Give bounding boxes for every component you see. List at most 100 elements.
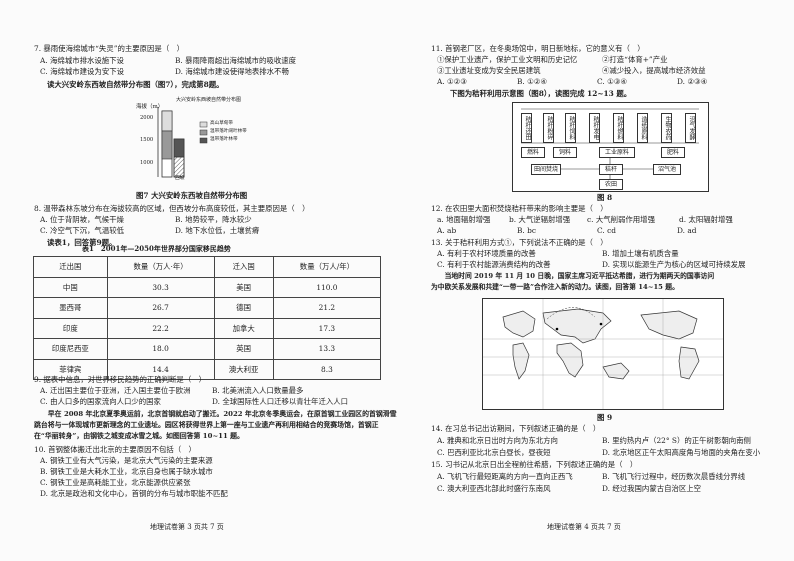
page-footer-left: 地理试卷第 3 页共 7 页: [150, 523, 224, 531]
table-cell: 墨西哥: [33, 297, 108, 319]
fig8-mid-box-2: 饲料: [553, 147, 577, 158]
table-row: 菲律宾 14.4 澳大利亚 8.3: [33, 358, 382, 380]
table-cell: 13.3: [272, 338, 382, 360]
world-map: [482, 298, 724, 410]
table-cell: 英国: [213, 338, 274, 360]
question-13-option-a: A. 有利于农村环境质量的改善: [437, 249, 536, 258]
figure-7-legend-3: 温带落叶林带: [210, 137, 238, 142]
table-header: 数量（万人·年）: [106, 256, 215, 278]
table-row: 墨西哥 26.7 德国 21.2: [33, 297, 382, 319]
question-15-stem: 15. 习书记从北京日出全程前往希腊，下列叙述正确的是（ ）: [431, 460, 638, 469]
table-cell: 加拿大: [213, 317, 274, 339]
question-9-option-b: B. 北美洲流入人口数量最多: [212, 386, 304, 395]
table-cell: 8.3: [272, 358, 382, 380]
fig8-box-5: 秸秆燃料: [613, 113, 624, 143]
exam-page-4: 11. 首钢老厂区，在冬奥场馆中，明日新地标，它的意义有（ ） ①保护工业遗产，…: [397, 0, 794, 561]
fig8-box-3: 秸秆饲料: [565, 113, 576, 143]
question-10-option-d: D. 北京是政治和文化中心，首钢的分布与城市职能不匹配: [40, 489, 228, 498]
fig8-low-box-3: 沼气池: [653, 164, 681, 175]
question-7-option-b: B. 暴雨降雨超出海绵城市的吸收速度: [175, 56, 296, 65]
question-10-stem: 10. 首钢整体搬迁出北京的主要原因不包括（ ）: [34, 445, 196, 454]
question-8-option-a: A. 位于背阴坡，气候干燥: [40, 215, 124, 224]
figure-7-tick-1500: 1500: [140, 137, 154, 143]
fig8-mid-box-1: 燃料: [521, 147, 545, 158]
fig8-box-4: 秸秆发电: [589, 113, 600, 143]
fig8-mid-box-4: 肥料: [661, 147, 685, 158]
question-13-option-c: C. 有利于农村能源消费结构的改善: [437, 260, 551, 269]
table-cell: 22.2: [106, 317, 215, 339]
question-15-option-b: B. 飞机飞行过程中，经历数次晨昏线分界线: [602, 472, 746, 481]
question-11-statement-2: ②打造“体育+”产业: [602, 55, 668, 64]
fig8-box-8: 沼气发酵: [685, 113, 696, 143]
table-cell: 澳大利亚: [213, 358, 274, 380]
table-cell: 21.2: [272, 297, 382, 319]
figure-7-chart-title: 大兴安岭东西坡自然带分布图: [176, 97, 242, 103]
question-14-option-c: C. 巴西利亚比北京白昼长，昼夜短: [437, 448, 551, 457]
figure-7-tick-1000: 1000: [140, 160, 154, 166]
question-13-option-b: B. 增加土壤有机质含量: [602, 249, 679, 258]
question-14-option-d: D. 北京地区正午太阳高度角与地面的夹角在变小: [602, 448, 761, 457]
world-map-graphic: [483, 299, 723, 409]
figure-7-caption: 图7 大兴安岭东西坡自然带分布图: [136, 191, 248, 200]
question-9-option-d: D. 全球国际性人口迁移以青壮年迁入人口: [212, 397, 349, 406]
passage-line-3: 在“华丽转身”，由钢铁之城变成冰雪之城。如图回答第 10~11 题。: [34, 432, 244, 440]
question-12-item-c: c. 大气削弱作用增强: [587, 215, 655, 224]
table-header: 数量（万人/年）: [272, 256, 382, 278]
question-11-statement-1: ①保护工业遗产，保护工业文明和历史记忆: [437, 55, 578, 64]
question-13-option-d: D. 实现以能源生产为核心的区域可持续发展: [602, 260, 746, 269]
fig8-box-1: 秸秆还田: [521, 113, 532, 143]
question-9-stem: 9. 据表中信息，对世界移民趋势的正确判断是（ ）: [34, 375, 206, 384]
table-cell: 印度尼西亚: [33, 338, 108, 360]
question-13-stem: 13. 关于秸秆利用方式①，下列说法不正确的是（ ）: [431, 238, 608, 247]
figure-7-legend-1: 高山草甸带: [210, 121, 233, 126]
exam-page-3: 7. 暴雨使海绵城市“失灵”的主要原因是（ ） A. 海绵城市排水设施下设 B.…: [33, 44, 404, 531]
figure-8-intro: 下图为秸秆利用示意图（图8），读图完成 12~13 题。: [450, 89, 632, 98]
question-7-option-a: A. 海绵城市排水设施下设: [40, 56, 124, 65]
table-cell: 中国: [33, 276, 108, 298]
question-12-option-b: B. bc: [517, 226, 536, 235]
question-11-option-d: D. ②③④: [677, 77, 708, 86]
question-7-option-d: D. 海绵城市建设使得地表排水不畅: [175, 67, 289, 76]
table-cell: 110.0: [272, 276, 382, 298]
passage-line-1: 当地时间 2019 年 11 月 10 日晚，国家主席习近平抵达希腊，进行为期两…: [431, 272, 715, 280]
fig8-box-7: 生物农药: [661, 113, 672, 143]
figure-8-caption: 图 8: [597, 193, 613, 202]
question-12-stem: 12. 在农田里大面积焚烧秸秆带来的影响主要是（ ）: [431, 204, 608, 213]
table-cell: 印度: [33, 317, 108, 339]
question-10-option-b: B. 钢铁工业是大耗水工业，北京自身也属于缺水城市: [40, 467, 213, 476]
question-14-option-a: A. 雅典和北京日出时方向为东北方向: [437, 436, 558, 445]
fig8-mid-box-3: 工业原料: [599, 147, 635, 158]
figure-7-bars: [157, 107, 208, 178]
figure-9-caption: 图 9: [597, 413, 613, 422]
passage-line-2: 为中欧关系发展和共建“一带一路”合作注入新的动力。读图，回答第 14~15 题。: [431, 283, 679, 291]
fig8-box-6: 造纸原料: [637, 113, 648, 143]
question-12-item-a: a. 地面辐射增强: [437, 215, 491, 224]
question-15-option-c: C. 澳大利亚西北部此时盛行东南风: [437, 484, 551, 493]
table-cell: 德国: [213, 297, 274, 319]
table-cell: 26.7: [106, 297, 215, 319]
question-8-option-b: B. 地势较平，降水较少: [175, 215, 252, 224]
question-7-stem: 7. 暴雨使海绵城市“失灵”的主要原因是（ ）: [34, 44, 184, 53]
question-9-option-a: A. 迁出国主要位于亚洲，迁入国主要位于欧洲: [40, 386, 191, 395]
figure-7-y-axis-label: 海拔（m）: [136, 104, 164, 110]
table-cell: 18.0: [106, 338, 215, 360]
table-1-intro: 读表1，回答第9题。: [47, 238, 117, 247]
figure-7-intro: 读大兴安岭东西坡自然带分布图（图7），完成第8题。: [47, 80, 224, 89]
question-11-statement-3: ③工业遗址变成为安全民居建筑: [437, 66, 541, 75]
figure-7-tick-2000: 2000: [140, 115, 154, 121]
question-11-statement-4: ④减少投入，提高城市经济效益: [602, 66, 706, 75]
table-row: 中国 30.3 美国 110.0: [33, 276, 382, 298]
question-12-option-d: D. ad: [677, 226, 697, 235]
table-cell: 17.3: [272, 317, 382, 339]
question-11-option-b: B. ①②④: [517, 77, 548, 86]
question-14-stem: 14. 在习总书记出访期间，下列叙述正确的是（ ）: [431, 424, 601, 433]
question-12-item-b: b. 大气逆辐射增强: [509, 215, 571, 224]
question-11-stem: 11. 首钢老厂区，在冬奥场馆中，明日新地标，它的意义有（ ）: [431, 44, 645, 53]
table-header: 迁入国: [213, 256, 274, 278]
question-11-option-a: A. ①②③: [437, 77, 467, 86]
question-14-option-b: B. 里约热内卢（22° S）的正午树影朝向南侧: [602, 436, 751, 445]
question-12-option-c: C. cd: [597, 226, 616, 235]
figure-7: 海拔（m） 大兴安岭东西坡自然带分布图 2000 1500 1000 高山草甸带…: [118, 93, 278, 183]
question-9-option-c: C. 由人口多的国家流向人口少的国家: [40, 397, 161, 406]
question-8-option-c: C. 冷空气下沉，气温较低: [40, 226, 124, 235]
